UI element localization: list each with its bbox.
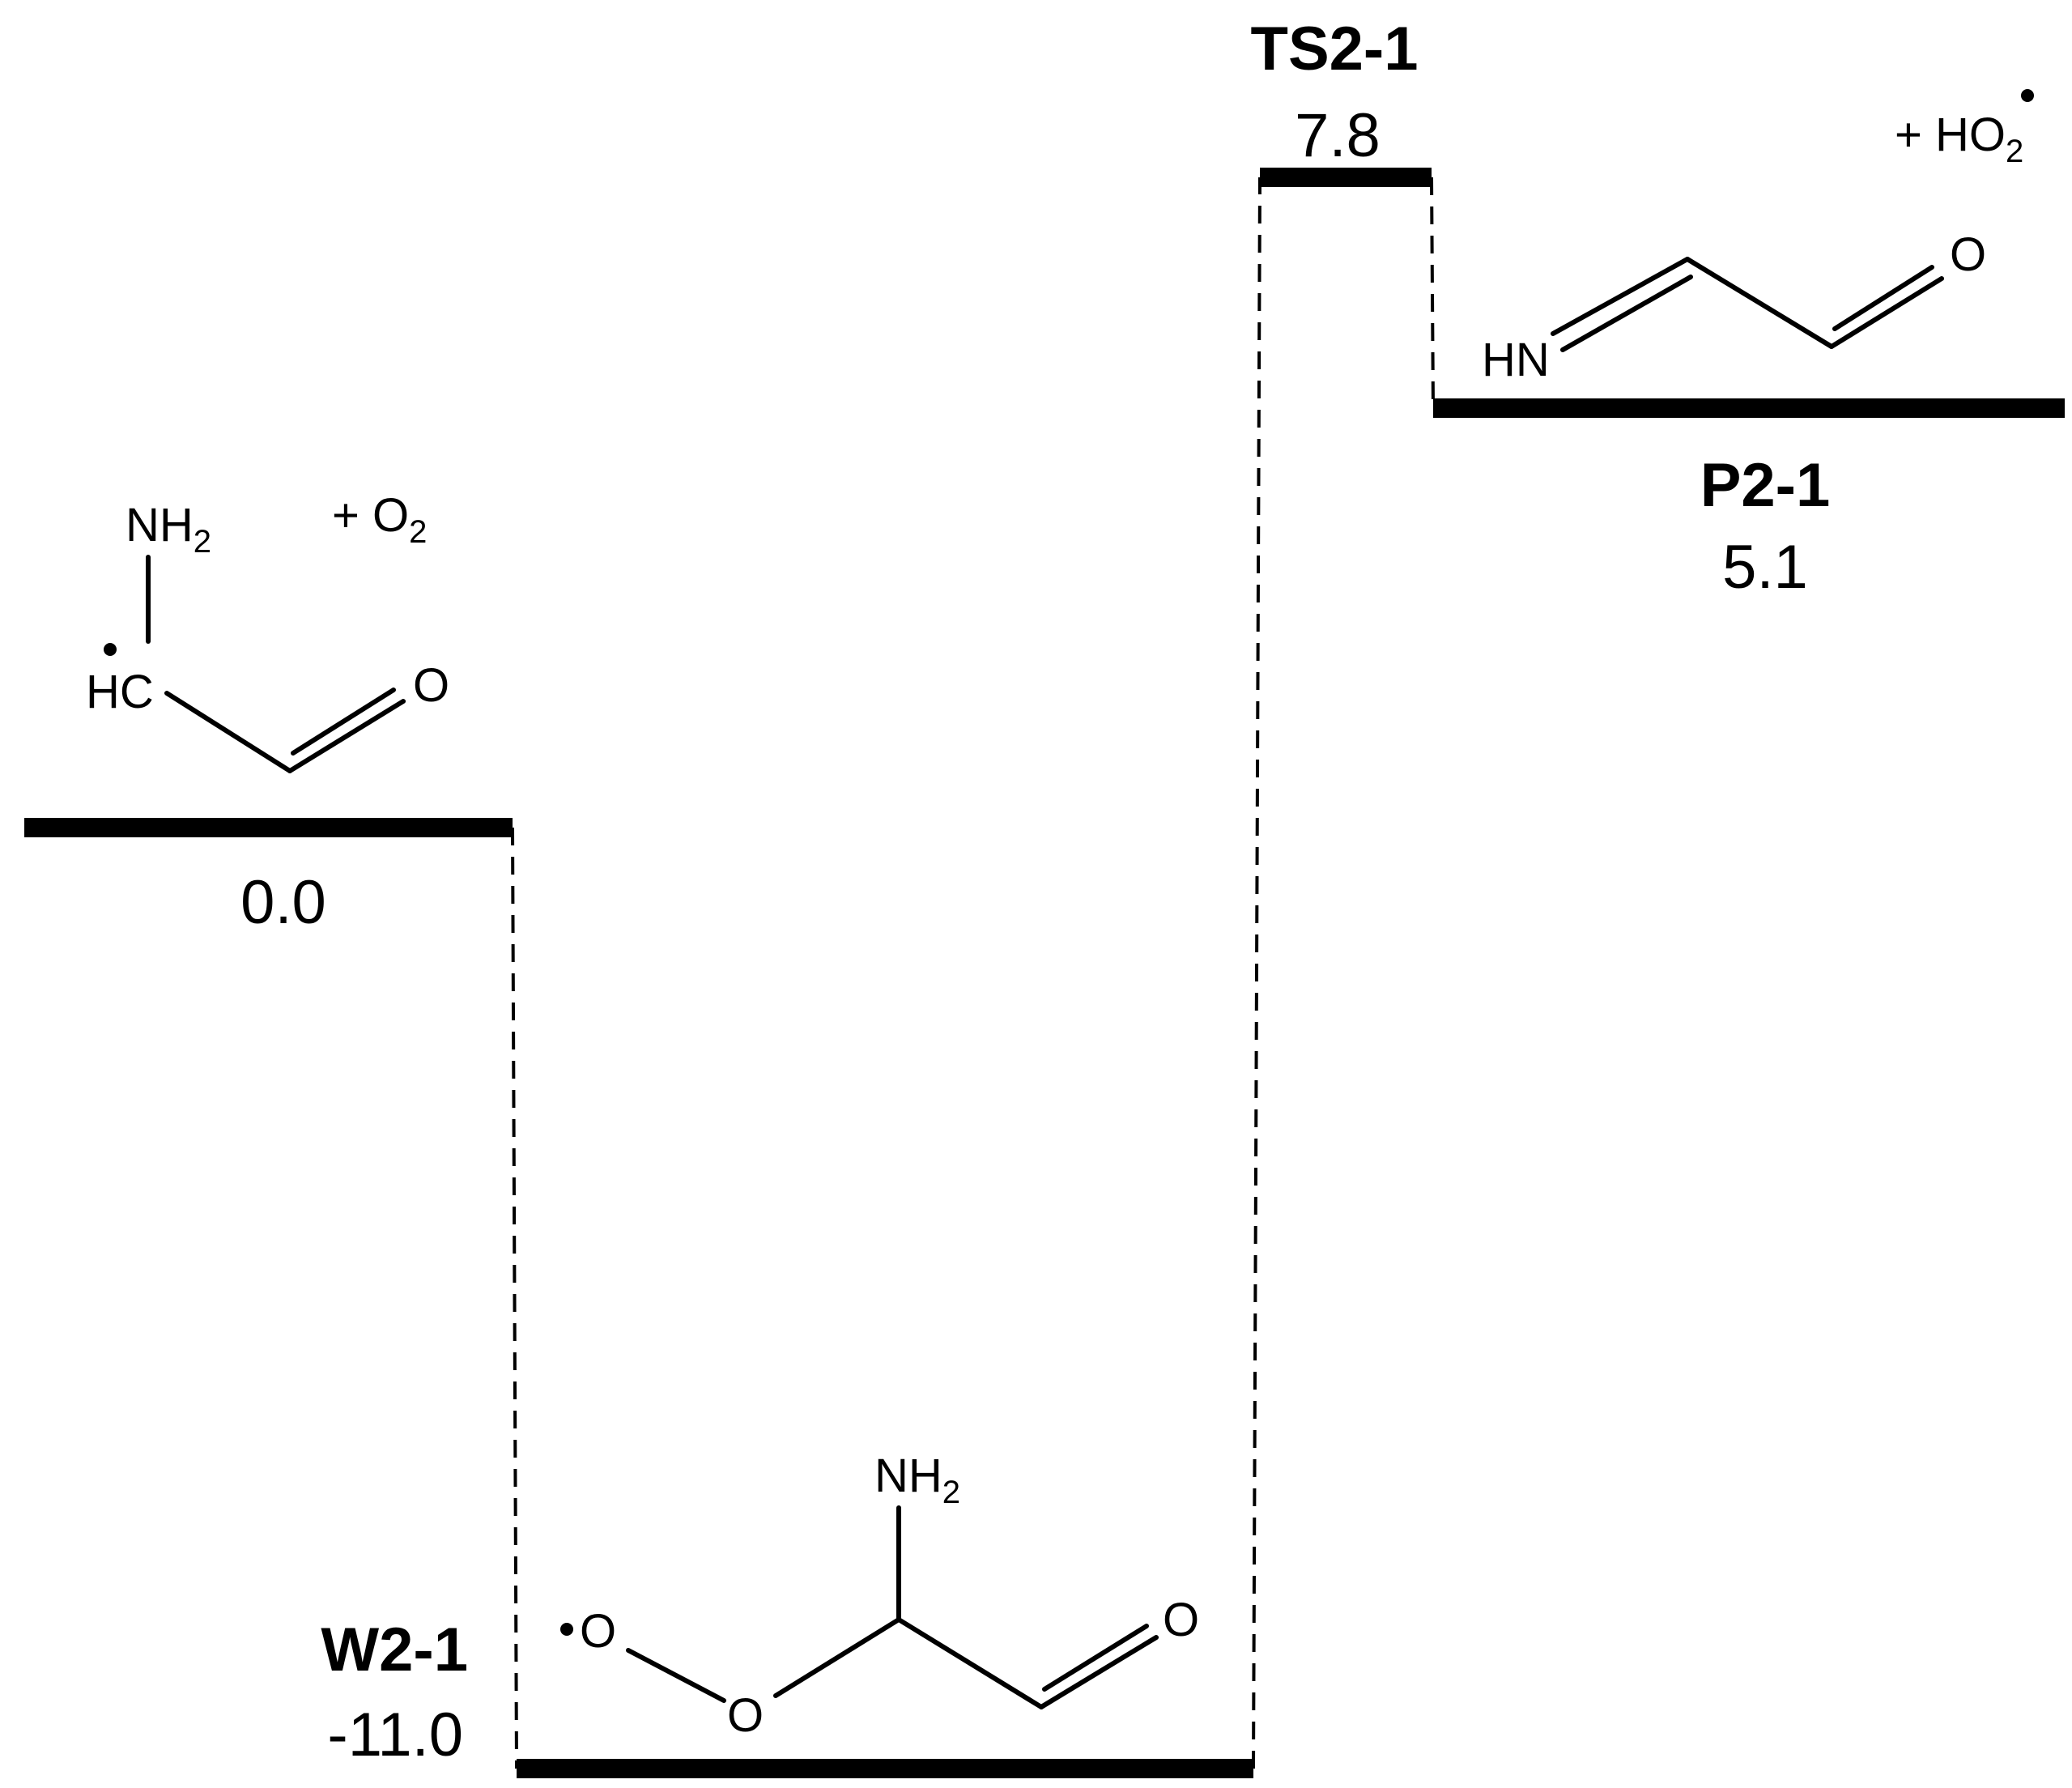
bond-c-o-double-2 — [1832, 265, 1934, 331]
radical-dot — [104, 643, 117, 656]
amine-group: NH2 — [874, 1450, 960, 1510]
bond-o-c — [773, 1617, 901, 1698]
radical-dot — [2021, 89, 2034, 102]
radical-dot — [560, 1623, 573, 1636]
amine-group: NH2 — [126, 499, 211, 560]
reactant-structure: NH2 HC O + O2 — [86, 489, 449, 773]
hc-group: HC — [86, 666, 154, 718]
coproduct-ho2: + HO2 — [1895, 109, 2023, 169]
bond-c-o-double-2 — [1042, 1624, 1149, 1692]
energy-label-w2-1: -11.0 — [327, 1701, 463, 1769]
energy-label-ts2-1: 7.8 — [1295, 101, 1381, 170]
connector-w2-1-ts2-1 — [1252, 177, 1261, 1769]
name-label-p2-1: P2-1 — [1700, 451, 1831, 520]
bond-c-o-double-1 — [1829, 276, 1944, 349]
connector-reactant-w2-1 — [511, 827, 518, 1769]
carbonyl-oxygen: O — [1950, 228, 1986, 281]
bond-n-c-double-1 — [1551, 257, 1690, 336]
bond-o-o — [626, 1648, 726, 1703]
bond-c-o-double-2 — [291, 688, 396, 756]
bond-c-o-double-1 — [287, 699, 406, 773]
radical-oxygen: O — [580, 1605, 616, 1658]
name-label-w2-1: W2-1 — [321, 1616, 468, 1684]
bond-n-c-double-2 — [1560, 275, 1693, 352]
connector-ts2-1-p2-1 — [1430, 177, 1435, 409]
carbonyl-oxygen: O — [413, 659, 449, 712]
bond-c-c — [1685, 257, 1834, 349]
complex-structure: NH2 O O O — [560, 1450, 1199, 1742]
product-structure: HN O + HO2 — [1482, 89, 2034, 386]
carbonyl-oxygen: O — [1163, 1594, 1199, 1646]
imine-group: HN — [1482, 334, 1550, 386]
bond-c-c — [164, 691, 292, 773]
bridge-oxygen: O — [727, 1689, 764, 1742]
bond-c-o-double-1 — [1039, 1635, 1159, 1709]
name-label-ts2-1: TS2-1 — [1251, 15, 1419, 83]
energy-label-p2-1: 5.1 — [1722, 533, 1808, 602]
energy-label-reactant: 0.0 — [240, 868, 326, 937]
coreactant-o2: + O2 — [332, 489, 427, 550]
bond-c-c — [896, 1617, 1044, 1709]
